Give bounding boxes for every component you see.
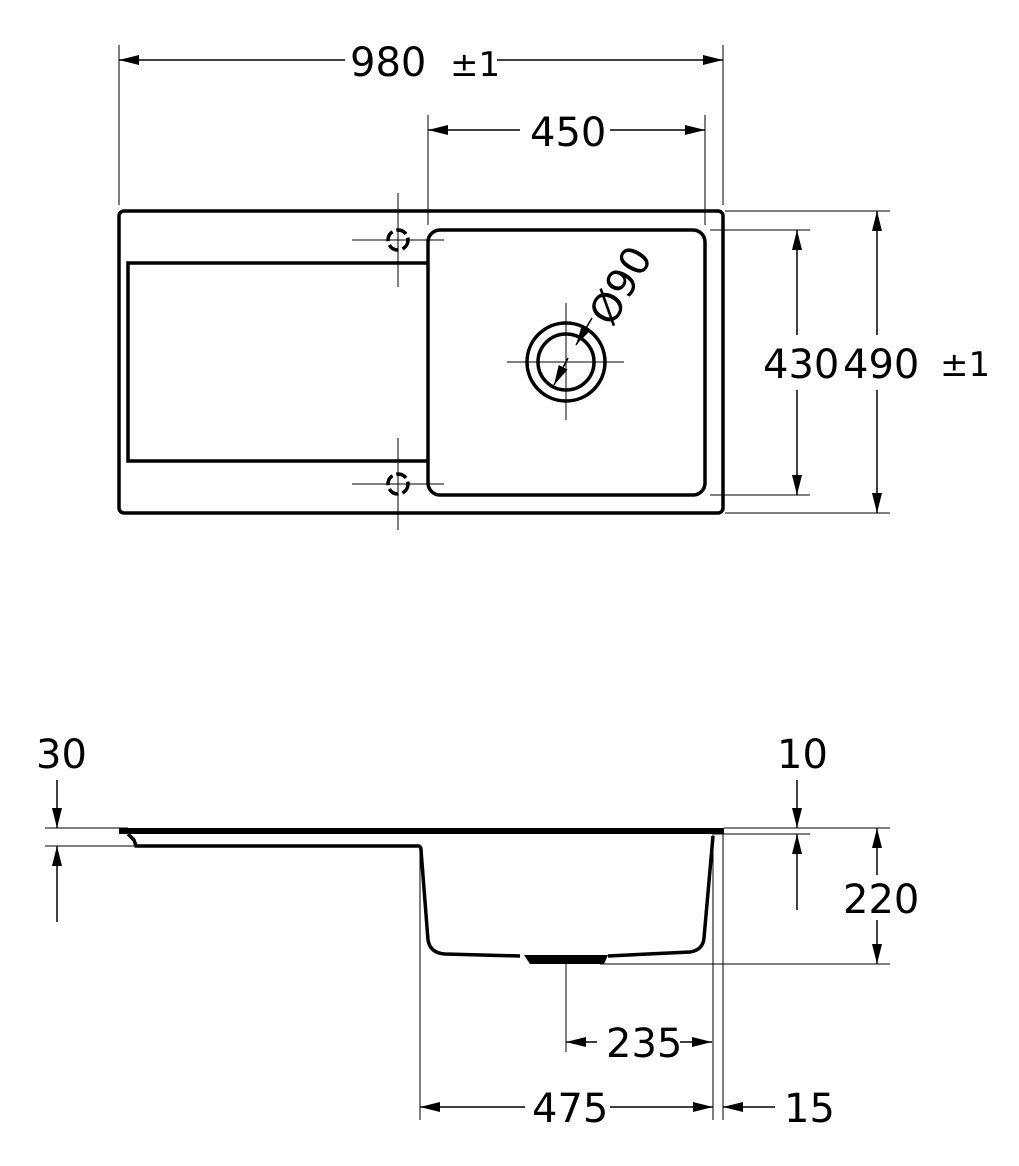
top-view: Ø90 980 ±1 450 430 490 ±1: [117, 40, 990, 530]
drainboard-outline: [126, 261, 428, 463]
sink-outline: [117, 209, 725, 515]
drain: Ø90: [507, 239, 662, 420]
sink-profile: [126, 832, 715, 958]
bowl-width-label: 450: [530, 110, 606, 156]
tap-hole-top: [352, 193, 444, 287]
bowl-height-label: 220: [843, 877, 919, 923]
overall-width-tolerance: ±1: [450, 45, 500, 85]
bowl-depth-label: 430: [763, 342, 839, 388]
overall-width-label: 980: [350, 40, 426, 86]
tap-hole-bottom: [352, 438, 444, 530]
flange-height-label: 10: [777, 732, 828, 778]
side-view: 30 10 220 235 475 15: [36, 732, 919, 1132]
bowl-length-label: 475: [532, 1086, 608, 1132]
drain-offset-label: 235: [606, 1021, 682, 1067]
rim-thickness-label: 30: [36, 732, 87, 778]
drain-outlet: [524, 955, 608, 964]
edge-offset-label: 15: [784, 1086, 835, 1132]
overall-depth-tolerance: ±1: [940, 345, 990, 385]
overall-depth-label: 490: [843, 342, 919, 388]
sink-rim: [119, 828, 724, 834]
bowl-outline: [426, 228, 707, 497]
drain-diameter-label: Ø90: [581, 239, 662, 333]
